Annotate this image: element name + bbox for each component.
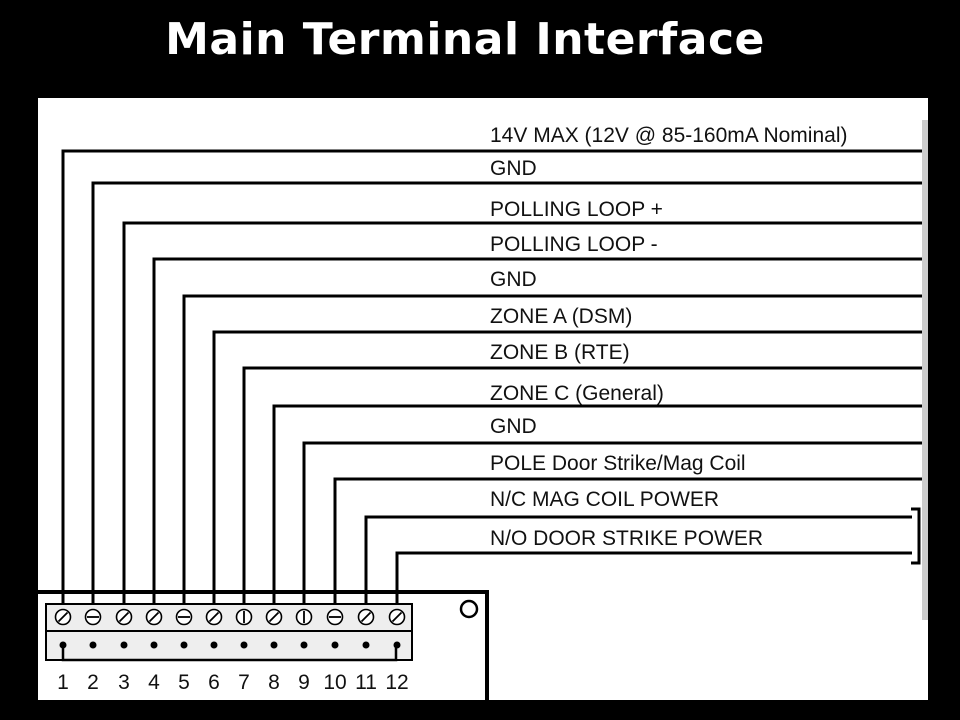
terminal-pin-icon [210, 641, 218, 649]
terminal-label-12: N/O DOOR STRIKE POWER [490, 527, 763, 550]
terminal-pin-icon [59, 641, 67, 649]
terminal-pin-icon [120, 641, 128, 649]
wire-lines [61, 149, 922, 609]
terminal-number-5: 5 [178, 671, 190, 694]
power-bracket [911, 507, 921, 565]
terminal-label-9: GND [490, 415, 537, 438]
terminal-label-1: 14V MAX (12V @ 85-160mA Nominal) [490, 124, 847, 147]
panel-right-shadow [922, 120, 928, 620]
screw-slot-icon [208, 611, 220, 623]
terminal-label-7: ZONE B (RTE) [490, 341, 630, 364]
terminal-number-7: 7 [238, 671, 250, 694]
terminal-pin-icon [89, 641, 97, 649]
terminal-label-4: POLLING LOOP - [490, 233, 658, 256]
wire-terminal-6 [212, 330, 922, 609]
terminal-number-12: 12 [385, 671, 408, 694]
terminal-jumper [61, 645, 398, 662]
terminal-pins [59, 641, 401, 649]
diagram-panel [38, 98, 928, 700]
screw-slot-icon [391, 611, 403, 623]
screw-slot-icon [148, 611, 160, 623]
terminal-pin-icon [300, 641, 308, 649]
terminal-number-4: 4 [148, 671, 160, 694]
terminal-label-5: GND [490, 268, 537, 291]
terminal-number-10: 10 [323, 671, 346, 694]
terminal-label-8: ZONE C (General) [490, 382, 664, 405]
terminal-pin-icon [362, 641, 370, 649]
page-title: Main Terminal Interface [165, 14, 765, 65]
wire-terminal-2 [91, 181, 922, 609]
screw-slot-icon [268, 611, 280, 623]
terminal-board-outline [38, 590, 489, 700]
screw-slot-icon [360, 611, 372, 623]
wire-terminal-8 [272, 404, 922, 609]
terminal-label-10: POLE Door Strike/Mag Coil [490, 452, 746, 475]
wire-terminal-1 [61, 149, 922, 609]
screw-slot-icon [118, 611, 130, 623]
terminal-number-3: 3 [118, 671, 130, 694]
wire-terminal-3 [122, 221, 922, 609]
terminal-label-11: N/C MAG COIL POWER [490, 488, 719, 511]
wire-terminal-10 [333, 477, 922, 609]
terminal-number-11: 11 [355, 671, 377, 694]
terminal-pin-icon [393, 641, 401, 649]
wire-terminal-7 [242, 366, 922, 609]
terminal-number-8: 8 [268, 671, 280, 694]
terminal-pin-icon [240, 641, 248, 649]
wire-terminal-4 [152, 257, 922, 609]
wire-terminal-11 [364, 515, 912, 609]
screw-slot-icon [57, 611, 69, 623]
terminal-label-2: GND [490, 157, 537, 180]
terminal-number-2: 2 [87, 671, 99, 694]
terminal-number-9: 9 [298, 671, 310, 694]
terminal-pin-icon [180, 641, 188, 649]
terminal-number-1: 1 [57, 671, 69, 694]
terminal-labels: 14V MAX (12V @ 85-160mA Nominal) GND POLLI… [490, 124, 847, 550]
wire-terminal-9 [302, 441, 922, 609]
terminal-label-3: POLLING LOOP + [490, 198, 663, 221]
mounting-hole-icon [459, 599, 479, 619]
terminal-pin-icon [270, 641, 278, 649]
terminal-pin-icon [331, 641, 339, 649]
terminal-label-6: ZONE A (DSM) [490, 305, 632, 328]
wire-terminal-5 [182, 294, 922, 609]
terminal-number-6: 6 [208, 671, 220, 694]
terminal-screws [54, 608, 406, 626]
terminal-pin-icon [150, 641, 158, 649]
